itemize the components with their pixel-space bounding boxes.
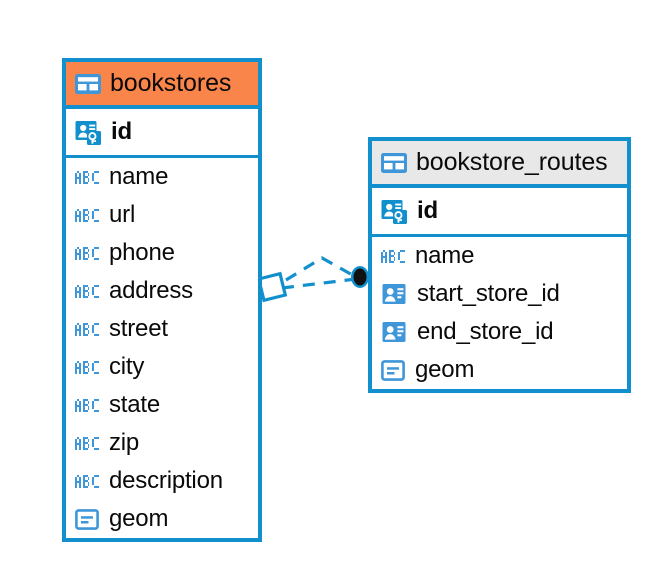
- field-label: url: [109, 201, 136, 228]
- primary-key-icon: [75, 119, 101, 145]
- primary-key-icon: [381, 198, 407, 224]
- field-label: zip: [109, 429, 140, 456]
- field-label: name: [415, 242, 475, 269]
- filled-circle-marker: [351, 266, 369, 288]
- field-label: start_store_id: [417, 280, 560, 307]
- field-row-url[interactable]: url: [66, 196, 258, 234]
- foreign-key-icon: [381, 319, 407, 345]
- field-row-end-store-id[interactable]: end_store_id: [372, 313, 627, 351]
- field-row-id[interactable]: id: [372, 188, 627, 237]
- foreign-key-icon: [381, 281, 407, 307]
- field-row-name[interactable]: name: [66, 158, 258, 196]
- field-row-street[interactable]: street: [66, 310, 258, 348]
- field-row-state[interactable]: state: [66, 386, 258, 424]
- field-row-description[interactable]: description: [66, 462, 258, 500]
- abc-text-icon: [75, 398, 99, 412]
- entity-header-bookstores[interactable]: bookstores: [66, 62, 258, 109]
- entity-title: bookstores: [110, 69, 232, 97]
- abc-text-icon: [75, 208, 99, 222]
- field-row-id[interactable]: id: [66, 109, 258, 158]
- abc-text-icon: [75, 284, 99, 298]
- entity-title: bookstore_routes: [416, 148, 608, 176]
- relationship-line-lower: [281, 277, 357, 290]
- field-label: geom: [415, 356, 475, 383]
- diamond-open-marker: [256, 271, 288, 303]
- field-label: geom: [109, 505, 169, 532]
- table-icon: [75, 73, 101, 94]
- field-label: name: [109, 163, 169, 190]
- abc-text-icon: [75, 246, 99, 260]
- field-row-zip[interactable]: zip: [66, 424, 258, 462]
- field-row-start-store-id[interactable]: start_store_id: [372, 275, 627, 313]
- field-label: end_store_id: [417, 318, 554, 345]
- field-label: id: [417, 197, 438, 224]
- entity-bookstores[interactable]: bookstores: [62, 58, 262, 542]
- geometry-icon: [381, 359, 405, 381]
- abc-text-icon: [75, 360, 99, 374]
- abc-text-icon: [381, 249, 405, 263]
- entity-header-bookstore-routes[interactable]: bookstore_routes: [372, 141, 627, 188]
- field-label: id: [111, 118, 132, 145]
- relationship-line-upper: [285, 256, 357, 282]
- entity-bookstore-routes[interactable]: bookstore_routes: [368, 137, 631, 393]
- abc-text-icon: [75, 170, 99, 184]
- field-label: description: [109, 467, 223, 494]
- table-icon: [381, 152, 407, 173]
- field-row-geom[interactable]: geom: [372, 351, 627, 389]
- abc-text-icon: [75, 322, 99, 336]
- field-row-city[interactable]: city: [66, 348, 258, 386]
- field-label: address: [109, 277, 193, 304]
- entity-field-list-bookstores: id nam: [66, 109, 258, 538]
- field-label: street: [109, 315, 168, 342]
- field-row-geom[interactable]: geom: [66, 500, 258, 538]
- entity-field-list-bookstore-routes: id nam: [372, 188, 627, 389]
- field-label: state: [109, 391, 161, 418]
- field-label: phone: [109, 239, 175, 266]
- field-row-phone[interactable]: phone: [66, 234, 258, 272]
- abc-text-icon: [75, 474, 99, 488]
- field-row-name[interactable]: name: [372, 237, 627, 275]
- geometry-icon: [75, 508, 99, 530]
- field-label: city: [109, 353, 145, 380]
- field-row-address[interactable]: address: [66, 272, 258, 310]
- abc-text-icon: [75, 436, 99, 450]
